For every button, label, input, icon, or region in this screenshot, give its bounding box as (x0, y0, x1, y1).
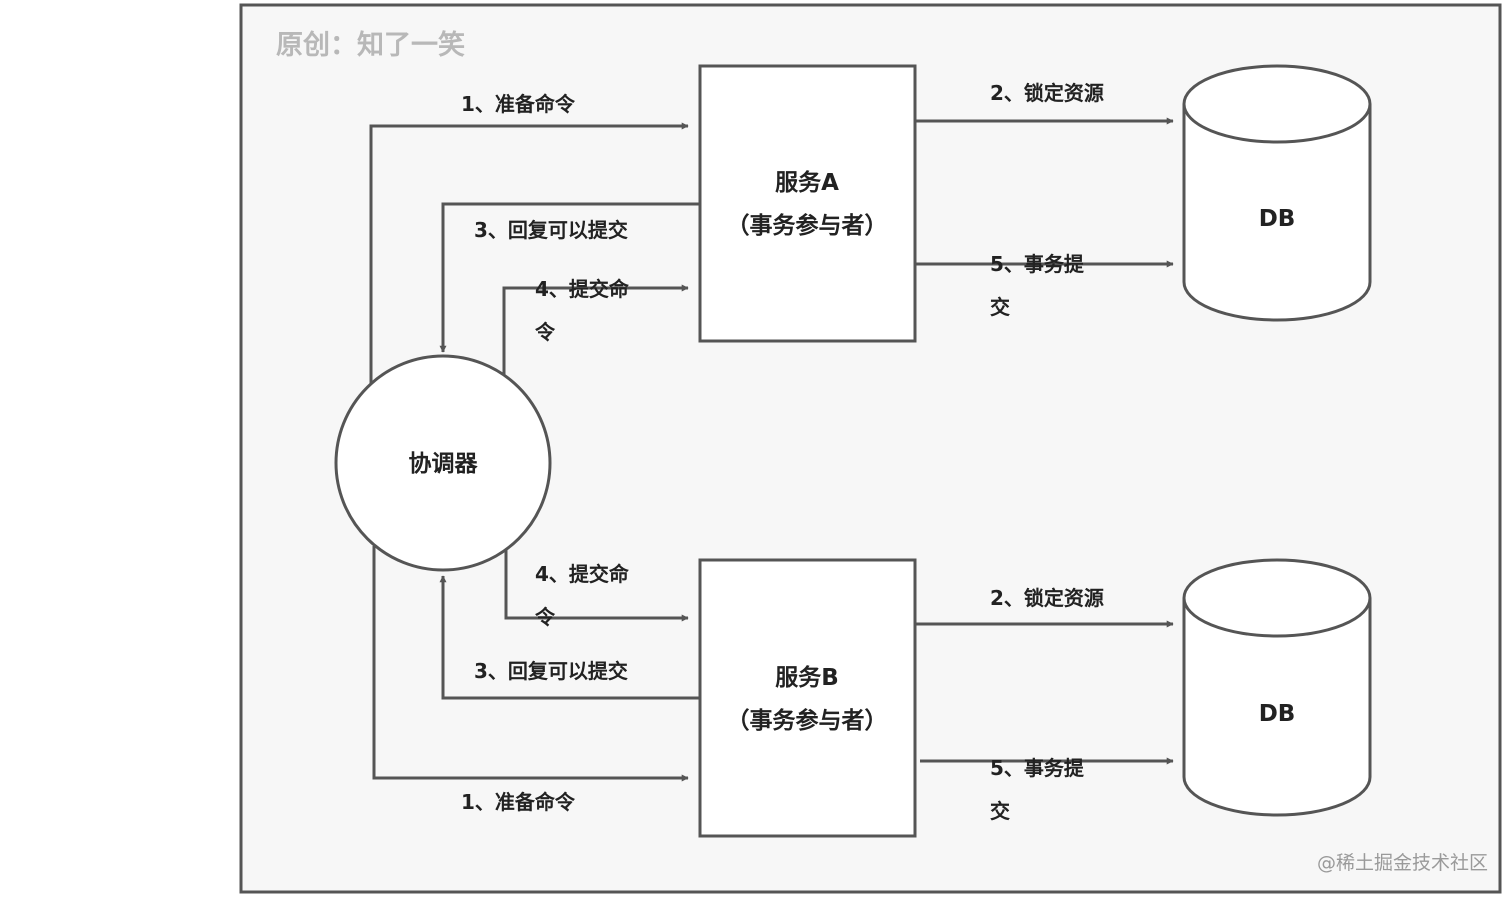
credit-text: @稀土掘金技术社区 (1317, 852, 1488, 874)
service-b-node (698, 558, 917, 838)
edge-b-commit (504, 550, 689, 622)
label-b-lock: 2、锁定资源 (990, 586, 1104, 610)
label-a-tx-line2: 交 (990, 295, 1010, 319)
service-b-role: （事务参与者） (727, 707, 888, 734)
label-b-tx-line2: 交 (990, 799, 1010, 823)
label-a-tx-line1: 5、事务提 (990, 252, 1085, 276)
label-b-commit-line1: 4、提交命 (535, 562, 630, 586)
label-a-prepare: 1、准备命令 (461, 92, 576, 116)
label-a-commit-line2: 令 (535, 320, 556, 344)
db-b-node (1182, 558, 1372, 817)
edge-b-prepare (372, 546, 689, 782)
service-b-name: 服务B (775, 665, 839, 691)
edge-a-prepare (369, 122, 689, 386)
edge-b-reply (439, 575, 700, 700)
watermark-text: 原创：知了一笑 (276, 29, 465, 61)
edge-a-commit (502, 284, 689, 378)
db-a-label: DB (1259, 206, 1296, 232)
db-b-label: DB (1259, 701, 1296, 727)
label-a-lock: 2、锁定资源 (990, 81, 1104, 105)
service-a-name: 服务A (775, 170, 839, 196)
label-b-commit-line2: 令 (535, 605, 556, 629)
coordinator-label: 协调器 (409, 451, 479, 477)
label-b-reply: 3、回复可以提交 (474, 659, 628, 683)
label-b-tx-line1: 5、事务提 (990, 756, 1085, 780)
db-a-node (1182, 64, 1372, 322)
coordinator-node (334, 354, 552, 572)
label-b-prepare: 1、准备命令 (461, 790, 576, 814)
service-a-node (698, 64, 917, 343)
service-a-role: （事务参与者） (727, 212, 888, 239)
label-a-reply: 3、回复可以提交 (474, 218, 628, 242)
edge-a-reply (439, 202, 700, 353)
label-a-commit-line1: 4、提交命 (535, 277, 630, 301)
